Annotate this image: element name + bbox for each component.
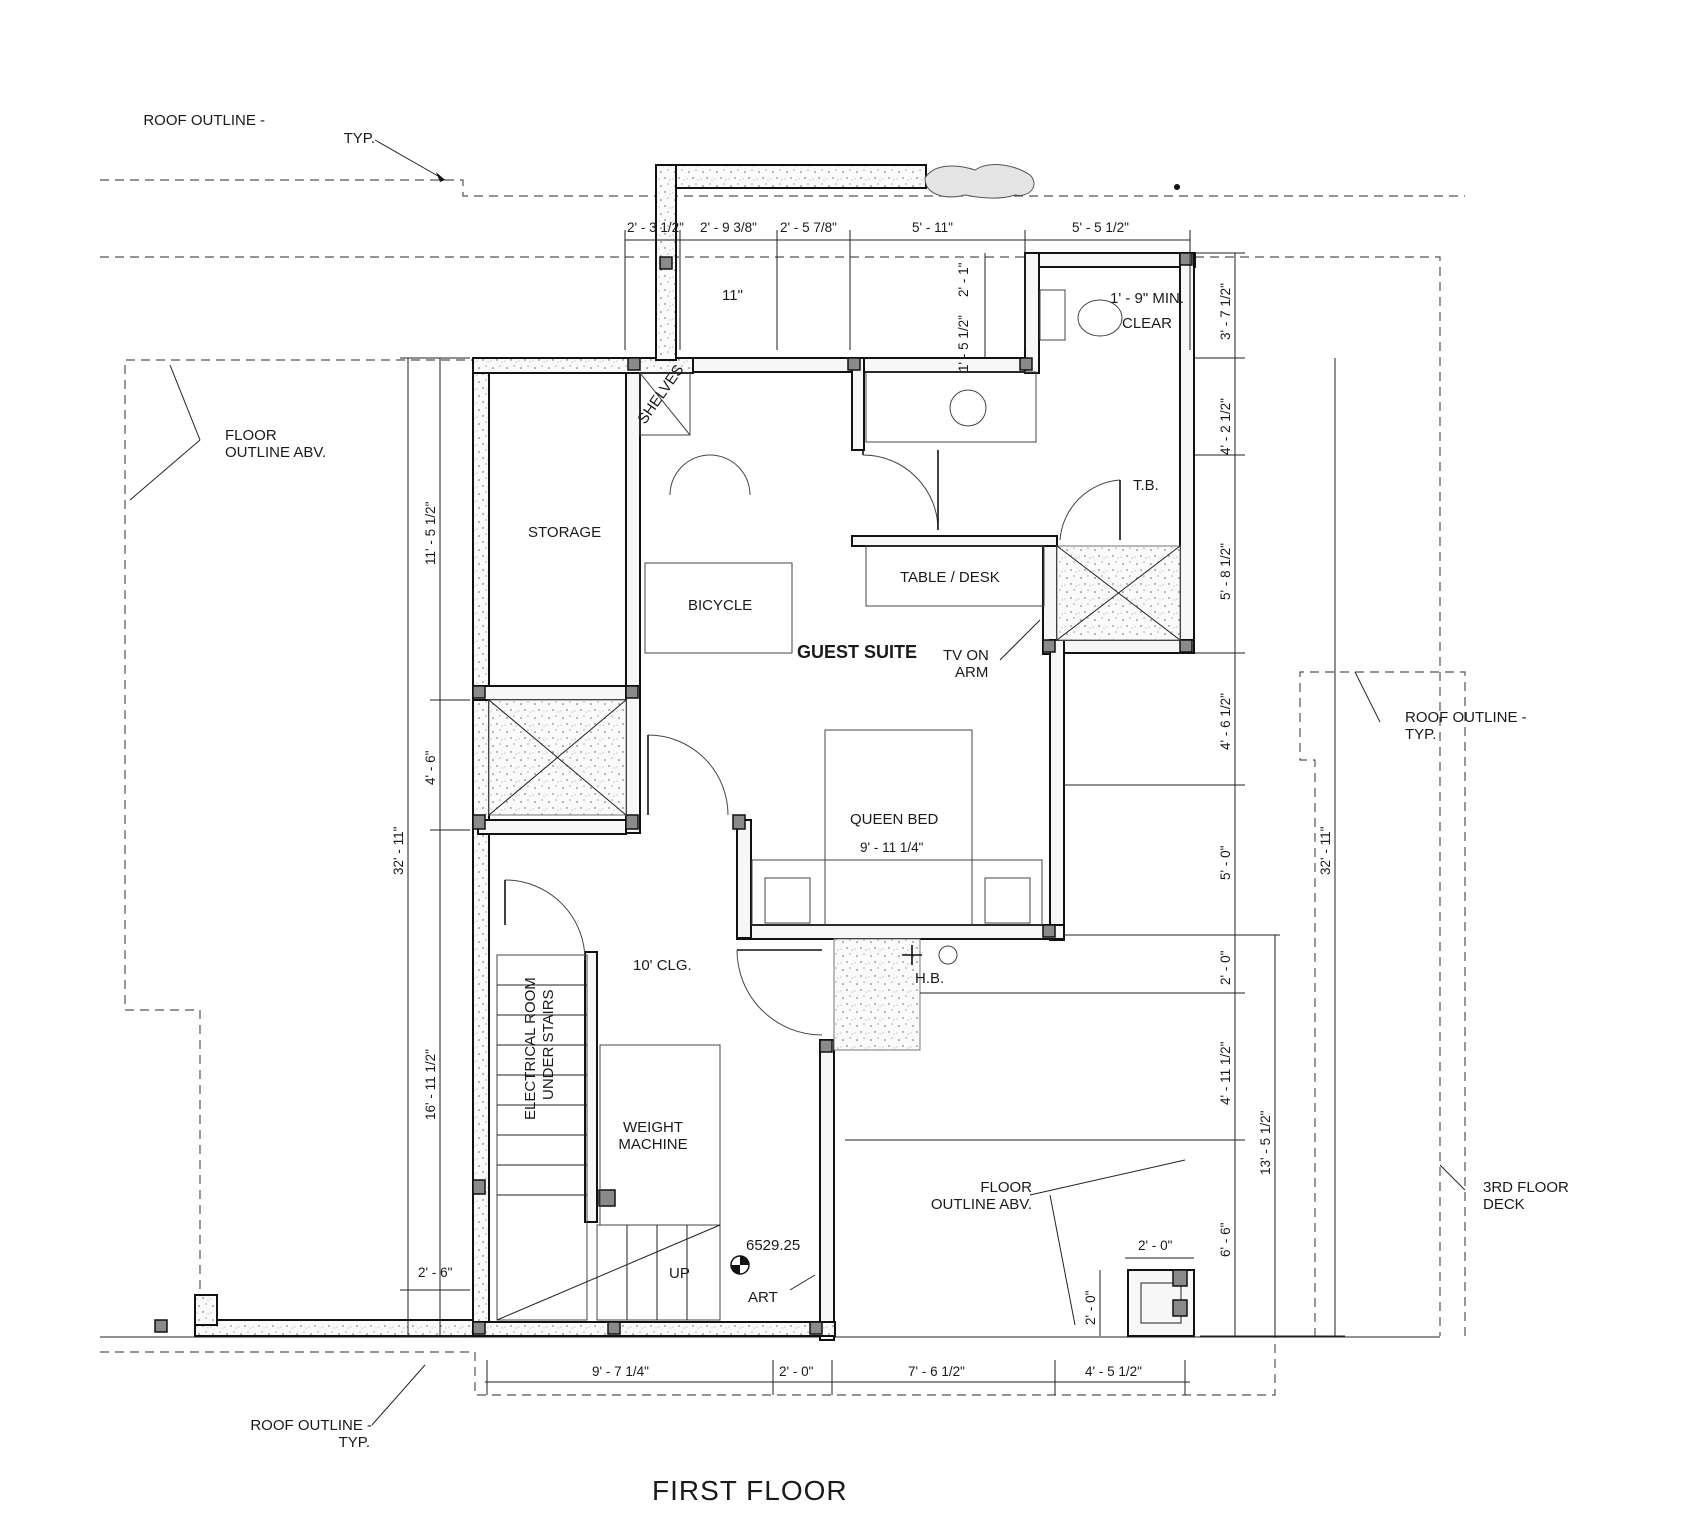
roof-outline-bottom-label-1: ROOF OUTLINE - bbox=[250, 1417, 372, 1434]
floor-outline-bottom-label-1: FLOOR bbox=[980, 1179, 1032, 1196]
dim-bottom-4: 4' - 5 1/2" bbox=[1085, 1364, 1142, 1379]
dimension-labels: 2' - 3 1/2" 2' - 9 3/8" 2' - 5 7/8" 5' -… bbox=[391, 220, 1333, 1379]
dim-top-3: 2' - 5 7/8" bbox=[780, 220, 837, 235]
columns bbox=[154, 252, 1193, 1335]
tv-on-arm-label-1: TV ON bbox=[943, 647, 989, 664]
eleven-inch-label: 11" bbox=[722, 287, 743, 304]
floor-outline-bottom-label-2: OUTLINE ABV. bbox=[931, 1196, 1032, 1213]
dim-left-small: 2' - 6" bbox=[418, 1265, 453, 1280]
dim-right-overall: 32' - 11" bbox=[1318, 826, 1333, 875]
dim-top-5: 5' - 5 1/2" bbox=[1072, 220, 1129, 235]
hb-label: H.B. bbox=[915, 970, 944, 987]
doors bbox=[504, 450, 1121, 1036]
walls bbox=[194, 164, 1196, 1341]
dimension-lines bbox=[400, 230, 1345, 1395]
weight-machine-label-2: MACHINE bbox=[618, 1136, 687, 1153]
ceiling-height-label: 10' CLG. bbox=[633, 957, 692, 974]
floor-outline-left-label-1: FLOOR bbox=[225, 427, 277, 444]
electrical-room-label-1: ELECTRICAL ROOM bbox=[522, 977, 539, 1120]
dim-left-3: 16' - 11 1/2" bbox=[423, 1049, 438, 1120]
drawing-title: FIRST FLOOR bbox=[652, 1475, 848, 1506]
dim-left-overall: 32' - 11" bbox=[391, 826, 406, 875]
dim-planter-height: 2' - 0" bbox=[1083, 1290, 1098, 1325]
roof-outline-top-label-1: ROOF OUTLINE - bbox=[143, 112, 265, 129]
annotations: ROOF OUTLINE - TYP. FLOOR OUTLINE ABV. R… bbox=[143, 112, 1569, 1451]
dim-right-4: 4' - 6 1/2" bbox=[1218, 693, 1233, 750]
tb-label: T.B. bbox=[1133, 477, 1159, 494]
art-label: ART bbox=[748, 1289, 778, 1306]
roof-outline-bottom-label-2: TYP. bbox=[339, 1434, 370, 1451]
up-label: UP bbox=[669, 1265, 690, 1282]
dim-top-1: 2' - 3 1/2" bbox=[627, 220, 684, 235]
dim-bath-1: 2' - 1" bbox=[956, 262, 971, 297]
dim-bottom-3: 7' - 6 1/2" bbox=[908, 1364, 965, 1379]
bed-dimension-label: 9' - 11 1/4" bbox=[860, 840, 924, 855]
dim-right-6: 2' - 0" bbox=[1218, 950, 1233, 985]
floor-outline-left-label-2: OUTLINE ABV. bbox=[225, 444, 326, 461]
third-floor-deck-label-2: DECK bbox=[1483, 1196, 1525, 1213]
stairs bbox=[496, 954, 721, 1321]
min-clear-label-2: CLEAR bbox=[1122, 315, 1172, 332]
dim-planter-width: 2' - 0" bbox=[1138, 1238, 1173, 1253]
elevation-label: 6529.25 bbox=[746, 1237, 800, 1254]
dim-left-2: 4' - 6" bbox=[423, 750, 438, 785]
leader-arrows bbox=[129, 139, 1466, 1426]
dim-bottom-2: 2' - 0" bbox=[779, 1364, 814, 1379]
dim-right-3: 5' - 8 1/2" bbox=[1218, 543, 1233, 600]
dim-right-mid: 13' - 5 1/2" bbox=[1258, 1110, 1273, 1175]
queen-bed-label: QUEEN BED bbox=[850, 811, 939, 828]
dim-right-2: 4' - 2 1/2" bbox=[1218, 398, 1233, 455]
storage-label: STORAGE bbox=[528, 524, 601, 541]
symbols bbox=[730, 164, 1180, 1275]
dim-top-2: 2' - 9 3/8" bbox=[700, 220, 757, 235]
dim-right-8: 6' - 6" bbox=[1218, 1222, 1233, 1257]
dim-right-7: 4' - 11 1/2" bbox=[1218, 1041, 1233, 1105]
furniture bbox=[599, 289, 1123, 1226]
dim-right-5: 5' - 0" bbox=[1218, 845, 1233, 880]
bicycle-label: BICYCLE bbox=[688, 597, 752, 614]
dim-bath-2: 1' - 5 1/2" bbox=[956, 315, 971, 372]
tv-on-arm-label-2: ARM bbox=[955, 664, 988, 681]
electrical-room-label-2: UNDER STAIRS bbox=[540, 989, 557, 1100]
weight-machine-label-1: WEIGHT bbox=[623, 1119, 683, 1136]
roof-outline-top-label-2: TYP. bbox=[344, 130, 375, 147]
guest-suite-label: GUEST SUITE bbox=[797, 642, 917, 662]
tiled-areas bbox=[488, 545, 1181, 1051]
roof-outline-right-label-2: TYP. bbox=[1405, 726, 1436, 743]
dim-bottom-1: 9' - 7 1/4" bbox=[592, 1364, 649, 1379]
dim-top-4: 5' - 11" bbox=[912, 220, 953, 235]
dim-left-1: 11' - 5 1/2" bbox=[423, 501, 438, 565]
min-clear-label-1: 1' - 9" MIN. bbox=[1110, 290, 1184, 307]
third-floor-deck-label-1: 3RD FLOOR bbox=[1483, 1179, 1569, 1196]
table-desk-label: TABLE / DESK bbox=[900, 569, 1000, 586]
roof-outline-right-label-1: ROOF OUTLINE - bbox=[1405, 709, 1527, 726]
dim-right-1: 3' - 7 1/2" bbox=[1218, 283, 1233, 340]
